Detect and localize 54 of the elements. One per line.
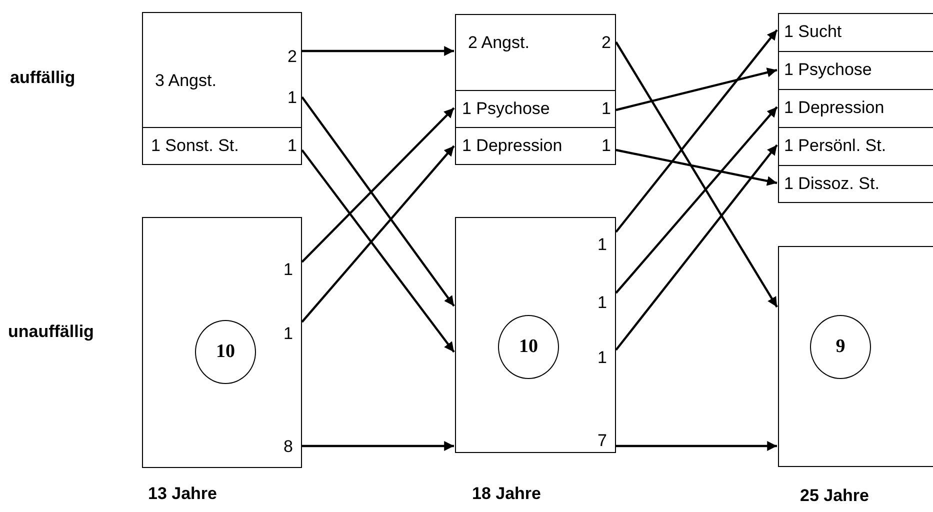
count-number: 2: [288, 47, 297, 67]
category-box: [142, 127, 302, 165]
group-label: unauffällig: [8, 322, 94, 342]
count-number: 7: [598, 431, 607, 451]
arrow: [301, 107, 455, 263]
category-label: 2 Angst.: [468, 33, 530, 53]
count-circle: 9: [810, 315, 871, 379]
count-circle: 10: [498, 315, 559, 379]
count-number: 1: [602, 136, 611, 156]
category-box: [455, 90, 616, 128]
arrow: [615, 29, 778, 233]
arrow: [616, 441, 777, 451]
arrow: [301, 96, 455, 307]
category-label: 1 Sucht: [784, 22, 842, 42]
arrow: [302, 441, 454, 451]
category-label: 3 Angst.: [155, 71, 216, 91]
age-label: 13 Jahre: [148, 484, 217, 504]
age-label: 25 Jahre: [800, 486, 869, 506]
arrow: [615, 144, 778, 351]
category-box: [455, 14, 616, 91]
count-number: 1: [284, 324, 293, 344]
category-label: 1 Dissoz. St.: [784, 174, 880, 194]
count-number: 1: [288, 88, 297, 108]
arrow: [616, 68, 778, 112]
category-label: 1 Persönl. St.: [784, 136, 886, 156]
count-circle: 10: [195, 320, 256, 384]
category-box: [142, 12, 302, 128]
count-number: 8: [284, 437, 293, 457]
arrow: [301, 145, 455, 323]
count-number: 1: [288, 136, 297, 156]
arrow: [615, 106, 778, 294]
count-number: 2: [602, 33, 611, 53]
category-box: [455, 127, 616, 165]
arrow: [301, 149, 455, 353]
category-box: [778, 246, 933, 467]
age-label: 18 Jahre: [472, 484, 541, 504]
category-label: 1 Psychose: [462, 99, 550, 119]
category-label: 1 Depression: [784, 98, 884, 118]
category-label: 1 Psychose: [784, 60, 872, 80]
arrow: [302, 46, 454, 56]
count-number: 1: [598, 348, 607, 368]
count-number: 1: [598, 293, 607, 313]
group-label: auffällig: [10, 68, 76, 88]
category-label: 1 Depression: [462, 136, 562, 156]
count-number: 1: [602, 99, 611, 119]
category-box: [778, 13, 933, 52]
category-box: [455, 217, 616, 453]
count-number: 1: [598, 235, 607, 255]
category-label: 1 Sonst. St.: [151, 136, 239, 156]
arrow: [616, 148, 778, 186]
count-number: 1: [284, 260, 293, 280]
category-box: [142, 217, 302, 468]
arrow: [615, 41, 778, 308]
category-box: [778, 165, 933, 203]
